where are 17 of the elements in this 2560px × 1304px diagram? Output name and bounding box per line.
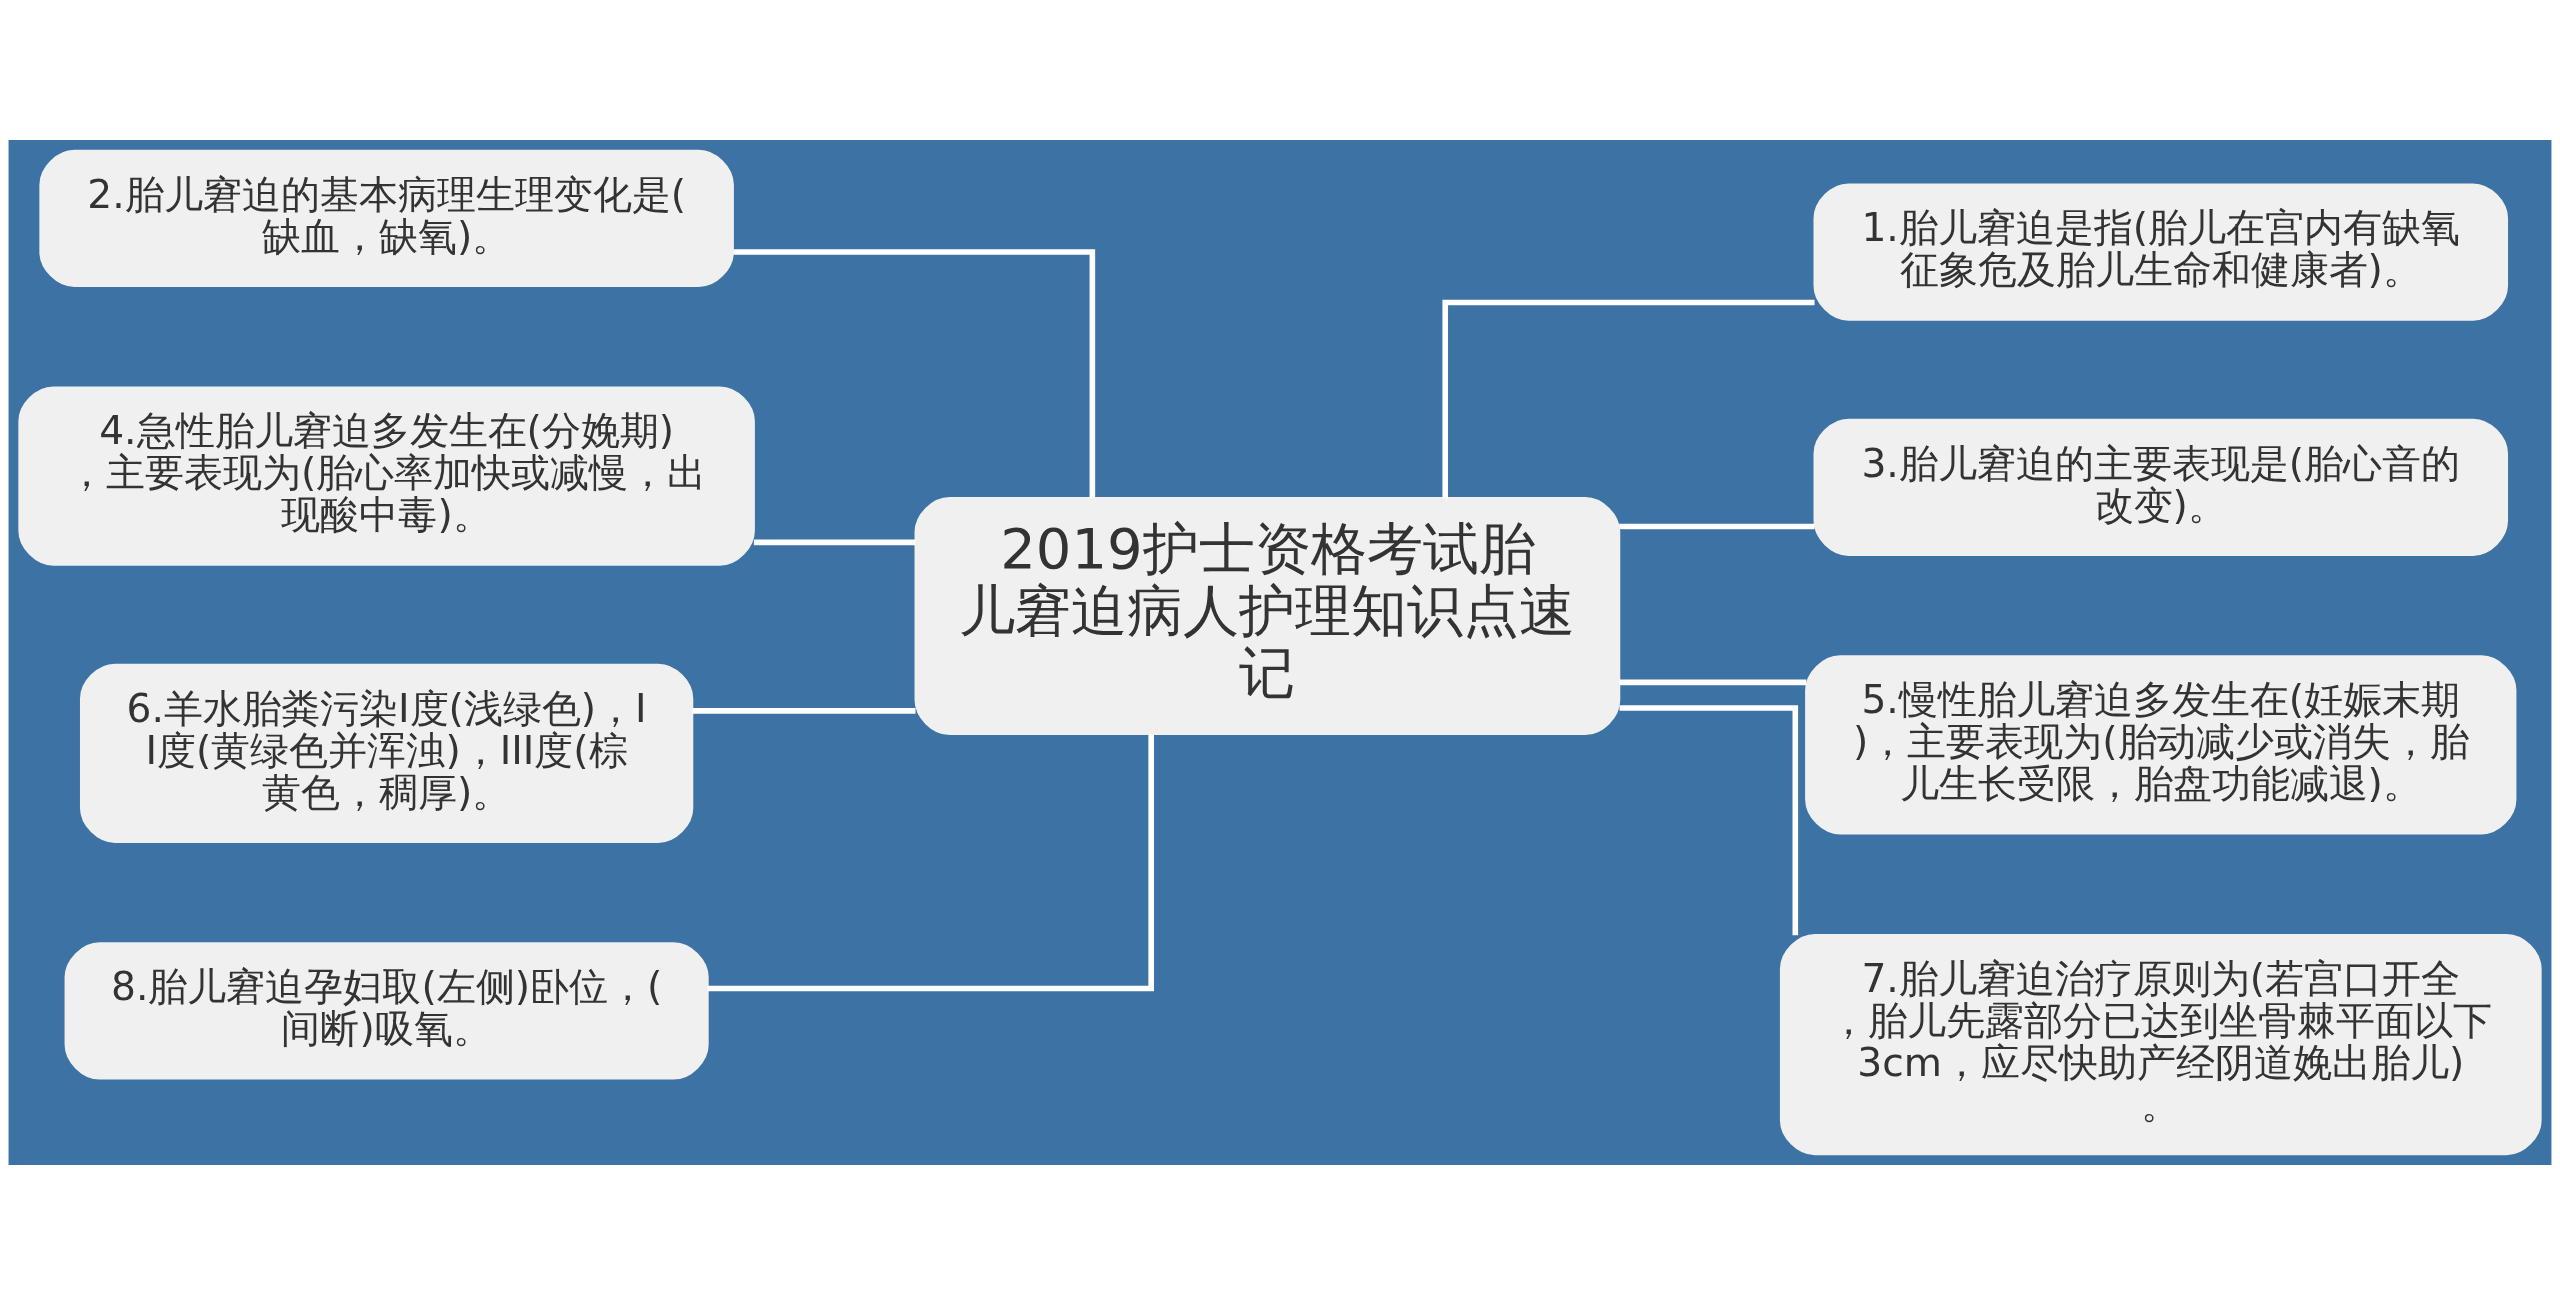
connector [1619, 704, 1799, 935]
node-box: 8.胎儿窘迫孕妇取(左侧)卧位，(间断)吸氧。 [64, 941, 709, 1080]
connector [753, 539, 916, 545]
node-box: 2.胎儿窘迫的基本病理生理变化是(缺血，缺氧)。 [39, 149, 734, 287]
node-box: 1.胎儿窘迫是指(胎儿在宫内有缺氧征象危及胎儿生命和健康者)。 [1813, 182, 2509, 321]
connector [1619, 523, 1815, 529]
connector [692, 707, 916, 714]
connector [707, 733, 1154, 991]
node-box: 2019护士资格考试胎儿窘迫病人护理知识点速记 [914, 496, 1621, 735]
node-box: 7.胎儿窘迫治疗原则为(若宫口开全，胎儿先露部分已达到坐骨棘平面以下3cm，应尽快助产经阴道娩出胎儿)。 [1779, 933, 2542, 1155]
node-box: 4.急性胎儿窘迫多发生在(分娩期)，主要表现为(胎心率加快或减慢，出现酸中毒)。 [18, 385, 755, 566]
node-box: 6.羊水胎粪污染I度(浅绿色)，II度(黄绿色并浑浊)，III度(棕黄色，稠厚)。 [79, 663, 694, 843]
node-box: 3.胎儿窘迫的主要表现是(胎心音的改变)。 [1813, 418, 2509, 556]
connector [1619, 679, 1807, 685]
node-box: 5.慢性胎儿窘迫多发生在(妊娠末期)，主要表现为(胎动减少或消失，胎儿生长受限，胎盘功能减退)。 [1805, 654, 2517, 835]
connector [1442, 299, 1815, 498]
connector [733, 248, 1096, 498]
